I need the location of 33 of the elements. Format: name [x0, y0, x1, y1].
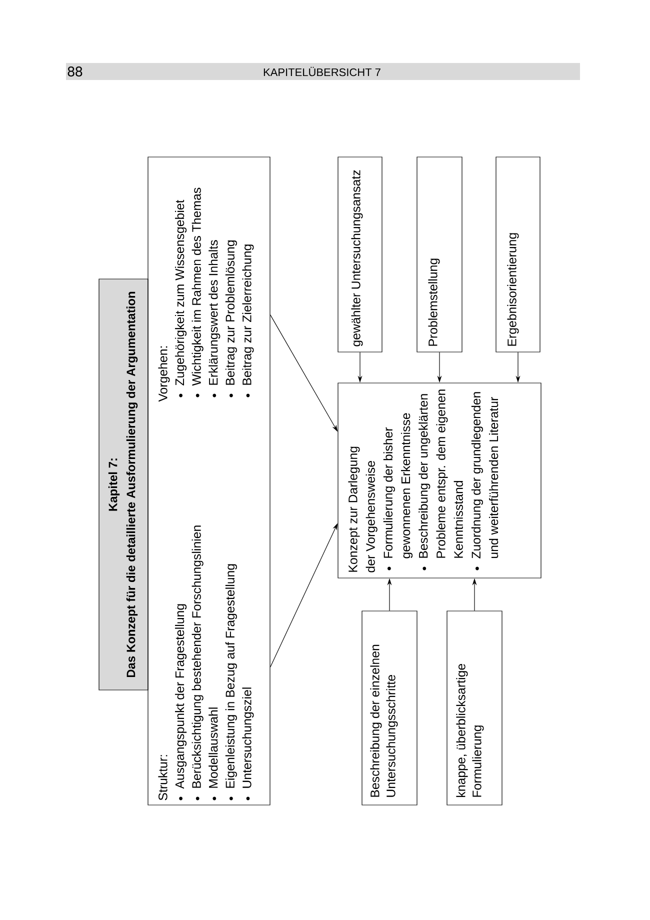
list-item: Modellauswahl: [208, 708, 218, 788]
text-box: [338, 382, 542, 578]
list-item: Beitrag zur Zielerreichung: [242, 244, 254, 385]
text-box: [362, 610, 418, 806]
list-item: Beitrag zur Problemlösung: [225, 240, 237, 385]
chapter-title: Das Konzept für die detaillierte Ausformulierung der Argumentation: [126, 292, 138, 678]
page-number: 88: [68, 66, 82, 76]
list-item: Zuordnung der grundlegenden und weiterführenden Literatur: [471, 392, 498, 558]
box-label: gewählter Untersuchungsansatz: [351, 170, 363, 346]
list-item: Ausgangspunkt der Fragestellung: [175, 604, 187, 789]
list-heading: Vorgehen:: [158, 346, 170, 402]
list-item: Formulierung der bisher gewonnenen Erkenntnisse: [383, 413, 413, 558]
list-heading: Struktur:: [158, 755, 168, 800]
box-label: knappe, überblicksartige Formulierung: [456, 664, 484, 797]
title-banner: [98, 278, 148, 690]
list-item: Erklärungswert des Inhalts: [208, 240, 220, 385]
chapter-label: Kapitel 7:: [108, 458, 120, 511]
list-item: Eigenleistung in Bezug auf Fragestellung: [225, 564, 237, 788]
list-item: Beschreibung der ungeklärten Probleme entspr. dem eigenen Kenntnisstand: [418, 390, 463, 558]
list-item: Zugehörigkeit zum Wissensgebiet: [175, 200, 187, 386]
box-label: Beschreibung der einzelnen Untersuchungsschritte: [370, 644, 398, 797]
text-box: [338, 156, 382, 352]
text-box: [416, 156, 462, 352]
content-box: [148, 156, 270, 806]
box-label: Problemstellung: [428, 258, 440, 346]
running-head: KAPITELÜBERSICHT 7: [264, 66, 380, 76]
text-box: [446, 610, 502, 806]
list-item: Untersuchungsziel: [242, 688, 254, 788]
list-item: Berücksichtigung bestehender Forschungslinien: [192, 526, 204, 788]
box-label: Ergebnisorientierung: [507, 233, 519, 346]
list-item: Wichtigkeit im Rahmen des Themas: [192, 188, 204, 386]
text-box: [496, 156, 540, 352]
box-heading: Konzept zur Darlegung der Vorgehensweise: [348, 446, 378, 572]
